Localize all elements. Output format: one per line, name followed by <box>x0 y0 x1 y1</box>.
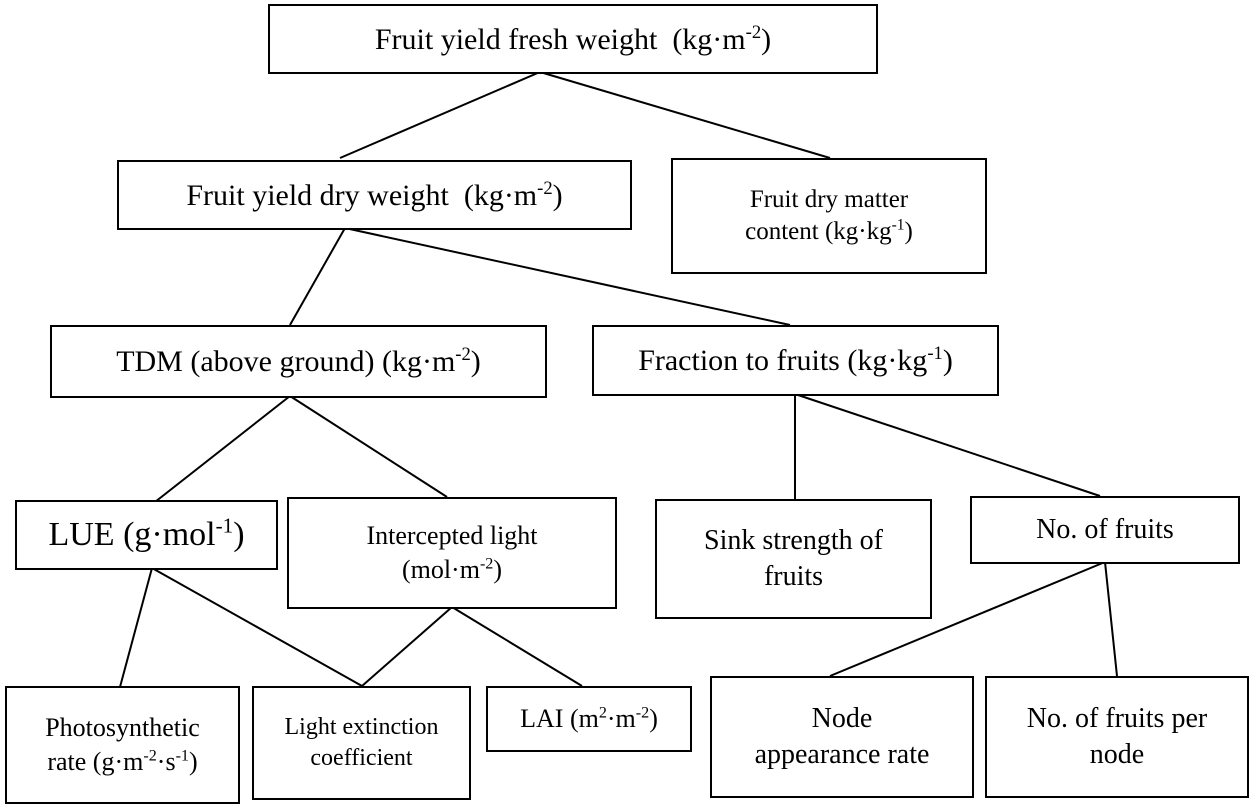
node-intercepted-light: Intercepted light (mol·m-2) <box>287 497 617 609</box>
node-label: TDM (above ground) (kg·m-2) <box>116 344 481 378</box>
node-fraction-to-fruits: Fraction to fruits (kg·kg-1) <box>592 325 999 396</box>
node-lue: LUE (g·mol-1) <box>15 500 278 570</box>
edge-fresh-to-dry-matter <box>539 71 831 159</box>
node-photosynthetic-rate: Photosynthetic rate (g·m-2·s-1) <box>5 686 240 804</box>
node-label: No. of fruits <box>1036 513 1174 545</box>
node-label: Fruit dry matter content (kg·kg-1) <box>745 185 913 246</box>
node-light-extinction-coefficient: Light extinction coefficient <box>252 686 471 800</box>
edge-intercepted-to-extinction <box>361 606 453 687</box>
node-lai: LAI (m2·m-2) <box>486 686 692 752</box>
node-label: Node appearance rate <box>754 702 930 770</box>
edge-lue-to-photo <box>119 567 153 688</box>
edge-fresh-to-dry-yield <box>339 71 541 159</box>
edge-tdm-to-lue <box>154 395 291 503</box>
node-label: LAI (m2·m-2) <box>520 704 658 734</box>
node-label: Fruit yield dry weight (kg·m-2) <box>186 177 563 212</box>
edge-lue-to-extinction <box>151 567 363 687</box>
node-label: Light extinction coefficient <box>284 713 439 771</box>
edge-num-fruits-to-per-node <box>1104 561 1118 677</box>
node-label: Sink strength of fruits <box>704 524 883 592</box>
node-no-of-fruits-per-node: No. of fruits per node <box>985 676 1249 798</box>
node-fruit-yield-fresh-weight: Fruit yield fresh weight (kg·m-2) <box>268 4 878 74</box>
node-fruit-dry-matter-content: Fruit dry matter content (kg·kg-1) <box>671 158 987 274</box>
node-label: Photosynthetic rate (g·m-2·s-1) <box>45 713 200 776</box>
node-label: Intercepted light (mol·m-2) <box>366 521 538 584</box>
edge-tdm-to-intercepted <box>289 395 448 498</box>
node-label: Fraction to fruits (kg·kg-1) <box>638 343 953 377</box>
node-label: No. of fruits per node <box>1026 702 1208 770</box>
edge-dry-yield-to-tdm <box>289 227 346 326</box>
node-label: Fruit yield fresh weight (kg·m-2) <box>374 21 772 56</box>
node-label: LUE (g·mol-1) <box>48 513 245 553</box>
node-node-appearance-rate: Node appearance rate <box>710 676 974 798</box>
edge-intercepted-to-lai <box>451 606 583 687</box>
node-sink-strength-of-fruits: Sink strength of fruits <box>655 499 932 619</box>
node-no-of-fruits: No. of fruits <box>970 496 1240 564</box>
node-fruit-yield-dry-weight: Fruit yield dry weight (kg·m-2) <box>117 160 632 230</box>
node-tdm-above-ground: TDM (above ground) (kg·m-2) <box>50 325 547 398</box>
edge-fraction-to-num-fruits <box>794 393 1101 497</box>
edge-dry-yield-to-fraction <box>344 227 791 326</box>
edge-num-fruits-to-node-rate <box>829 561 1106 677</box>
